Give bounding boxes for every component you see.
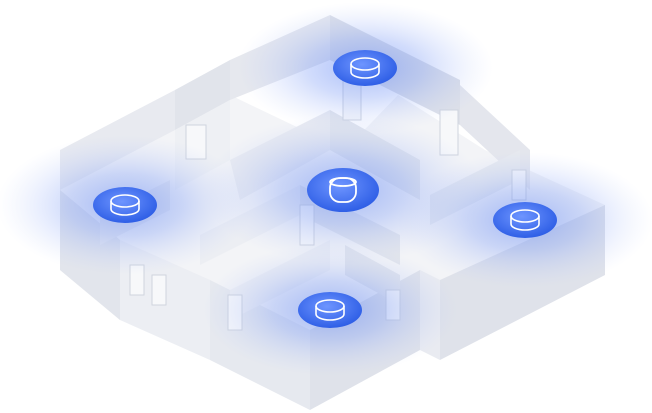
door xyxy=(151,274,167,306)
router-node-bottom xyxy=(298,292,362,328)
router-node-left xyxy=(93,187,157,223)
back-wall-top-left xyxy=(175,60,230,130)
router-node-right xyxy=(493,202,557,238)
router-node-center xyxy=(307,168,379,212)
router-icon xyxy=(315,299,345,321)
router-node-top xyxy=(333,50,397,86)
nodes xyxy=(93,50,557,328)
main-router-icon xyxy=(329,177,357,203)
router-icon xyxy=(110,194,140,216)
router-icon xyxy=(350,57,380,79)
router-icon xyxy=(510,209,540,231)
